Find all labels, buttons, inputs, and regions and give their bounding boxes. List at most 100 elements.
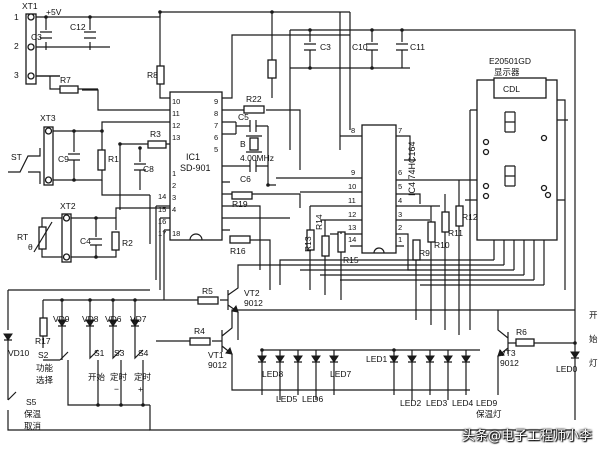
ic1-pin1: 1 [172,169,176,178]
capacitor-c12: C11 [396,30,425,68]
diode-vd10: VD10 [3,333,30,400]
led3-label: LED3 [426,398,448,408]
resistor-r-top [267,59,277,79]
ic1-pin15-outer: 15 [158,205,166,214]
ic1-name: IC1 [186,152,200,162]
ic4-pin10: 10 [348,182,356,191]
led4-label: LED4 [452,398,474,408]
s2-label: S2 [38,350,49,360]
led5-label: LED5 [276,394,298,404]
ic1-pin6: 6 [214,133,218,142]
led8-label: LED8 [262,369,284,379]
junction-dots [44,10,577,407]
vd9-label: VD9 [53,314,70,324]
resistor-r9: R9 [412,239,430,261]
diode-vd9: VD9 [53,300,70,345]
vt2-model: 9012 [244,298,263,308]
vd7-label: VD7 [130,314,147,324]
thermostat-st-symbol [8,148,41,184]
display-caption: 显示器 [494,67,520,77]
c4-label: C4 [80,236,91,246]
led6-label: LED6 [302,394,324,404]
ic4-pin4: 4 [398,196,402,205]
s3-label: S3 [114,348,125,358]
ic4-pin8: 8 [351,126,355,135]
ic1-pin16-outer: 16 [158,217,166,226]
thermistor-rt [33,217,62,258]
resistor-r5: R5 [197,286,219,305]
transistor-vt2: VT2 9012 [220,282,263,318]
xt1-label: XT1 [22,1,38,11]
xt1-pin1: 1 [14,12,19,22]
switch-s5: S5 保温 取消 [7,391,150,431]
ic1-pin12: 12 [172,121,180,130]
xt1-pin2: 2 [14,41,19,51]
theta-label: θ [28,242,33,252]
c12-label: C11 [410,42,425,52]
ic4-pin9: 9 [351,168,355,177]
ic1-pin18: 18 [172,229,180,238]
capacitor-c5: C5 [236,112,268,132]
capacitor-c6: C6 [222,160,268,184]
resistor-r8: R8 [147,65,165,85]
r13-label: R13 [303,236,313,252]
led0: LED0 开 始 灯 [556,310,598,374]
c2-label: C3 [31,32,42,42]
led0-caption-3: 灯 [589,358,598,368]
capacitor-c8: C8 [134,148,154,190]
r2-label: R2 [122,238,133,248]
resistor-r22: R22 [243,94,265,114]
s5-caption-1: 保温 [24,409,42,419]
r8-label: R8 [147,70,158,80]
r16-label: R16 [230,246,246,256]
transistor-vt3: VT3 9012 [497,324,519,368]
ic4-pin2: 2 [398,223,402,232]
display-part: E20501GD [489,56,531,66]
capacitor-c10: C9 [58,131,80,180]
s4-caption-2: + [138,384,143,394]
crystal-b: B 4.00MHz [240,135,274,163]
resistor-r12: R12 [455,205,478,227]
ic1-pin11: 11 [172,109,180,118]
transistor-vt1: VT1 9012 [208,322,233,370]
s4-caption-1: 定时 [134,372,152,382]
led9-caption: 保温灯 [476,409,502,419]
ic4-name: IC4 74HC164 [407,141,417,196]
resistor-r2: R2 [111,231,133,251]
ic1-pin7: 7 [214,121,218,130]
vd6-label: VD6 [105,314,122,324]
ic4-pin1: 1 [398,235,402,244]
ic1-pin9: 9 [214,97,218,106]
supply-5v-label: +5V [46,7,62,17]
led0-caption-1: 开 [589,310,598,320]
r1-label: R1 [108,154,119,164]
rt-label: RT [17,232,28,242]
led0-label: LED0 [556,364,578,374]
resistor-r16: R16 [229,235,251,256]
led-array [257,350,471,400]
r5-label: R5 [202,286,213,296]
xt2-label: XT2 [60,201,76,211]
s5-caption-2: 取消 [24,421,41,431]
ic4-74hc164: IC4 74HC164 8 9 10 11 12 13 14 7 6 5 4 3… [348,124,417,254]
switch-s3: S3 定时 − [110,348,128,394]
capacitor-c4: C4 [80,218,102,257]
c8-label: C8 [143,164,154,174]
crystal-ref: B [240,139,246,149]
display-cdl: CDL [503,84,520,94]
resistor-r7: R7 [59,75,79,94]
s3-caption-1: 定时 [110,372,128,382]
ic4-pin6: 6 [398,168,402,177]
terminal-xt2: XT2 [60,201,76,263]
r11-label: R11 [448,228,463,238]
xt3-label: XT3 [40,113,56,123]
display-e20501gd: CDL [476,77,558,241]
ic1-pin5: 5 [214,145,218,154]
capacitor-c11: C10 [352,30,378,68]
c11-label: C10 [352,42,368,52]
resistor-r4: R4 [189,326,211,346]
ic1-pin13: 13 [172,133,180,142]
resistor-r19: R19 [231,191,253,209]
ic1-pin8: 8 [214,109,218,118]
diode-vd6: VD6 [105,300,122,345]
